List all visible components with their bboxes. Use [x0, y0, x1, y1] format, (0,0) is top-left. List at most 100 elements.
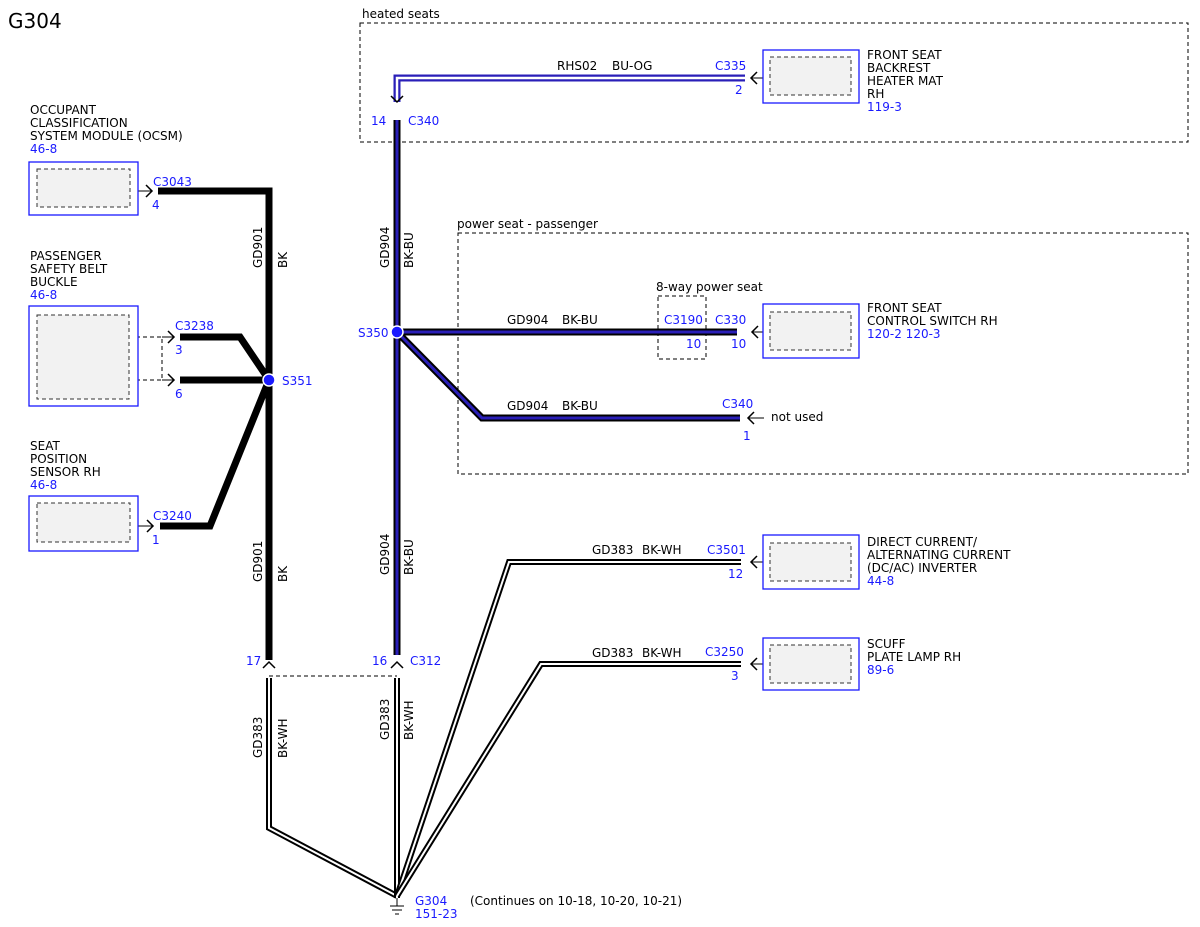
continues-note: (Continues on 10-18, 10-20, 10-21) — [470, 894, 682, 908]
wire-gd904-upper-circuit: GD904 — [378, 227, 392, 268]
wire-gd383-center-color: BK-WH — [402, 700, 416, 740]
connector-c330-label: C330 — [715, 313, 746, 327]
svg-text:89-6: 89-6 — [867, 663, 894, 677]
connector-c340-top-pin: 14 — [371, 114, 386, 128]
connector-c335-label: C335 — [715, 59, 746, 73]
svg-text:POSITION: POSITION — [30, 452, 87, 466]
splice-s351 — [262, 373, 276, 387]
svg-text:HEATER MAT: HEATER MAT — [867, 74, 944, 88]
component-ocsm: OCCUPANT CLASSIFICATION SYSTEM MODULE (O… — [28, 103, 192, 216]
eight-way-group-label: 8-way power seat — [656, 280, 763, 294]
eight-way-group — [657, 295, 707, 360]
connector-c340-unused-pin: 1 — [743, 429, 751, 443]
svg-text:RH: RH — [867, 87, 884, 101]
svg-text:CONTROL SWITCH RH: CONTROL SWITCH RH — [867, 314, 998, 328]
splice-s350-label: S350 — [358, 326, 389, 340]
component-seat-position-sensor: SEAT POSITION SENSOR RH 46-8 C3240 1 — [28, 439, 192, 552]
wire-rhs02-circuit: RHS02 — [557, 59, 597, 73]
svg-text:PLATE LAMP RH: PLATE LAMP RH — [867, 650, 961, 664]
svg-text:119-3: 119-3 — [867, 100, 902, 114]
connector-c312-pin-17: 17 — [246, 654, 261, 668]
wire-gd904-switch-circuit: GD904 — [507, 313, 548, 327]
connector-c3190-pin: 10 — [686, 337, 701, 351]
svg-text:46-8: 46-8 — [30, 142, 57, 156]
wire-rhs02 — [393, 74, 745, 102]
connector-arrow-c312-16 — [390, 660, 404, 669]
svg-text:1: 1 — [152, 533, 160, 547]
svg-text:120-2 120-3: 120-2 120-3 — [867, 327, 941, 341]
wire-gd383-left-color: BK-WH — [276, 718, 290, 758]
power-seat-group — [457, 232, 1189, 475]
component-dcac-inverter: DIRECT CURRENT/ ALTERNATING CURRENT (DC/… — [707, 534, 1011, 590]
wire-gd901-buckle-3 — [180, 333, 272, 382]
svg-text:2: 2 — [735, 83, 743, 97]
connector-arrow-c340-top — [390, 95, 404, 104]
svg-text:PASSENGER: PASSENGER — [30, 249, 102, 263]
connector-c340-top-label: C340 — [408, 114, 439, 128]
heated-seats-group — [359, 22, 1189, 143]
wire-gd383-scuff-circuit: GD383 — [592, 646, 633, 660]
component-scuff-plate-lamp: SCUFF PLATE LAMP RH 89-6 C3250 3 — [705, 637, 961, 691]
splice-s351-label: S351 — [282, 374, 313, 388]
wire-gd383-inverter — [394, 559, 741, 897]
diagram-title: G304 — [8, 9, 62, 33]
connector-c3190-label: C3190 — [664, 313, 703, 327]
svg-text:ALTERNATING CURRENT: ALTERNATING CURRENT — [867, 548, 1011, 562]
wire-gd904-unused-color: BK-BU — [562, 399, 598, 413]
connector-c3250-label: C3250 — [705, 645, 744, 659]
ground-icon — [390, 898, 404, 915]
wire-gd904-switch-color: BK-BU — [562, 313, 598, 327]
wire-gd901-seat-sensor — [160, 378, 273, 530]
power-seat-group-label: power seat - passenger — [457, 217, 598, 231]
svg-text:3: 3 — [175, 343, 183, 357]
svg-text:FRONT SEAT: FRONT SEAT — [867, 301, 942, 315]
connector-c340-unused-label: C340 — [722, 397, 753, 411]
svg-text:46-8: 46-8 — [30, 478, 57, 492]
wire-gd383-left-circuit: GD383 — [251, 717, 265, 758]
svg-text:BUCKLE: BUCKLE — [30, 275, 78, 289]
wire-rhs02-color: BU-OG — [612, 59, 652, 73]
wire-gd904-lower-color: BK-BU — [402, 539, 416, 575]
connector-c3238-label: C3238 — [175, 319, 214, 333]
svg-text:4: 4 — [152, 198, 160, 212]
svg-text:SAFETY BELT: SAFETY BELT — [30, 262, 108, 276]
svg-text:44-8: 44-8 — [867, 574, 894, 588]
connector-c3501-label: C3501 — [707, 543, 746, 557]
connector-arrow-c312-17 — [262, 660, 276, 669]
buckle-internal-link — [129, 336, 163, 381]
svg-text:(DC/AC) INVERTER: (DC/AC) INVERTER — [867, 561, 977, 575]
svg-text:10: 10 — [731, 337, 746, 351]
svg-text:12: 12 — [728, 567, 743, 581]
component-backrest-heater-mat: FRONT SEAT BACKREST HEATER MAT RH 119-3 … — [715, 48, 944, 114]
wire-gd383-center-circuit: GD383 — [378, 699, 392, 740]
connector-c312-pin-16: 16 — [372, 654, 387, 668]
wire-gd904-upper-color: BK-BU — [402, 232, 416, 268]
wire-gd383-scuff — [394, 661, 741, 898]
wire-gd904-unused-circuit: GD904 — [507, 399, 548, 413]
svg-text:6: 6 — [175, 387, 183, 401]
heated-seats-group-label: heated seats — [362, 7, 440, 21]
svg-text:SENSOR RH: SENSOR RH — [30, 465, 101, 479]
svg-text:46-8: 46-8 — [30, 288, 57, 302]
svg-text:3: 3 — [731, 669, 739, 683]
connector-c3043-label: C3043 — [153, 175, 192, 189]
wire-gd901-lower-color: BK — [276, 565, 290, 582]
wire-gd901-lower-circuit: GD901 — [251, 541, 265, 582]
svg-text:DIRECT CURRENT/: DIRECT CURRENT/ — [867, 535, 978, 549]
connector-c3240-label: C3240 — [153, 509, 192, 523]
ground-ref: 151-23 — [415, 907, 458, 921]
svg-text:SEAT: SEAT — [30, 439, 60, 453]
svg-text:SYSTEM MODULE (OCSM): SYSTEM MODULE (OCSM) — [30, 129, 183, 143]
not-used-note: not used — [771, 410, 823, 424]
wire-gd904-lower-circuit: GD904 — [378, 534, 392, 575]
wire-gd901-ocsm — [158, 187, 273, 380]
splice-s350 — [390, 325, 404, 339]
svg-text:CLASSIFICATION: CLASSIFICATION — [30, 116, 128, 130]
component-safety-belt-buckle: PASSENGER SAFETY BELT BUCKLE 46-8 C3238 … — [28, 249, 214, 407]
svg-text:BACKREST: BACKREST — [867, 61, 931, 75]
wire-gd383-inverter-color: BK-WH — [642, 543, 682, 557]
wire-gd901-upper-circuit: GD901 — [251, 227, 265, 268]
svg-text:OCCUPANT: OCCUPANT — [30, 103, 97, 117]
connector-c312-label: C312 — [410, 654, 441, 668]
wire-gd383-scuff-color: BK-WH — [642, 646, 682, 660]
